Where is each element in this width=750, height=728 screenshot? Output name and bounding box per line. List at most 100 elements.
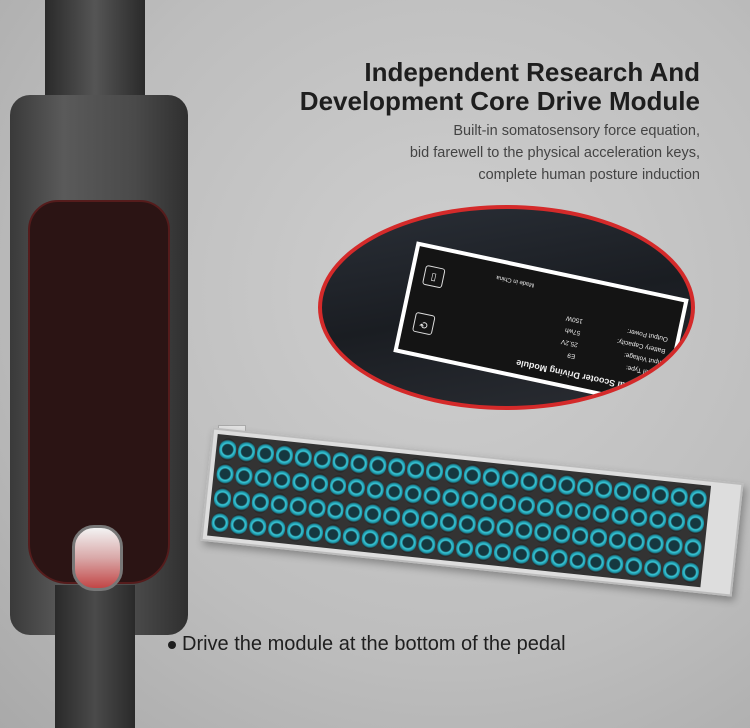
magnified-detail: Electrical Scooter Driving Module Model … xyxy=(318,205,695,410)
scooter-rear xyxy=(55,585,135,728)
battery-cell xyxy=(398,530,418,555)
battery-cell xyxy=(591,501,612,526)
battery-cell xyxy=(250,489,270,515)
battery-cell xyxy=(368,453,388,478)
battery-cell xyxy=(575,474,595,500)
subheading-line: Built-in somatosensory force equation, xyxy=(453,123,700,139)
battery-cell xyxy=(629,505,649,530)
power-icon: ⟳ xyxy=(411,311,436,336)
headline-line-1: Independent Research And xyxy=(364,57,700,87)
battery-cell xyxy=(288,493,308,519)
battery-cell xyxy=(366,477,386,502)
battery-cell xyxy=(549,545,569,571)
battery-cell xyxy=(325,497,346,523)
battery-cell xyxy=(648,507,668,532)
battery-cell xyxy=(328,473,348,498)
battery-cell xyxy=(210,510,230,535)
battery-icon: ▯ xyxy=(421,264,446,289)
battery-cell xyxy=(255,441,275,466)
battery-cell xyxy=(586,549,606,575)
battery-cell xyxy=(436,534,456,559)
battery-cell xyxy=(662,557,682,583)
battery-cell xyxy=(422,483,442,508)
battery-cell xyxy=(497,491,517,516)
battery-cell xyxy=(406,457,426,482)
battery-cell xyxy=(457,511,477,536)
label-row: Model Type: xyxy=(625,363,662,378)
battery-cell xyxy=(218,437,238,462)
battery-cell xyxy=(613,478,633,503)
battery-cells xyxy=(207,433,712,588)
battery-cell xyxy=(347,475,367,500)
battery-cell xyxy=(307,495,327,521)
subheading-line: complete human posture induction xyxy=(478,167,700,183)
battery-cell xyxy=(387,455,407,480)
battery-cell xyxy=(610,503,630,528)
battery-cell xyxy=(688,486,708,511)
battery-cell xyxy=(519,468,539,494)
battery-cell xyxy=(293,445,313,470)
battery-cell xyxy=(478,489,499,514)
subheading-line: bid farewell to the physical acceleratio… xyxy=(409,145,700,161)
battery-cell xyxy=(379,528,399,553)
battery-cell xyxy=(669,484,689,509)
battery-cell xyxy=(266,516,287,541)
deck-grip-pad xyxy=(28,200,170,584)
battery-cell xyxy=(441,485,461,510)
label-value: 57wh xyxy=(564,326,582,337)
battery-cell xyxy=(253,465,273,490)
battery-cell xyxy=(360,526,381,551)
label-value: 150W xyxy=(565,314,584,325)
battery-cell xyxy=(382,503,402,528)
label-value: E9 xyxy=(566,351,577,360)
battery-cell xyxy=(500,466,520,492)
battery-cell xyxy=(538,470,558,496)
battery-cell xyxy=(419,507,440,532)
battery-cell xyxy=(384,479,405,504)
headline: Independent Research And Development Cor… xyxy=(300,58,700,116)
battery-cell xyxy=(632,480,652,505)
battery-cell xyxy=(481,464,501,490)
battery-cell xyxy=(212,486,233,511)
battery-cell xyxy=(342,524,362,549)
battery-cell xyxy=(455,536,475,561)
drive-module xyxy=(200,427,744,597)
battery-cell xyxy=(554,497,574,522)
battery-cell xyxy=(556,472,577,498)
battery-cell xyxy=(312,447,332,472)
battery-cell xyxy=(215,461,235,486)
battery-cell xyxy=(624,553,644,579)
battery-cell xyxy=(551,521,571,546)
battery-cell xyxy=(589,525,609,550)
battery-cell xyxy=(516,493,536,518)
battery-cell xyxy=(570,523,590,548)
battery-cell xyxy=(309,471,329,496)
battery-cell xyxy=(229,512,249,537)
battery-cell xyxy=(511,542,531,567)
battery-cell xyxy=(269,491,289,517)
battery-cell xyxy=(248,514,268,539)
battery-cell xyxy=(643,555,663,581)
battery-cell xyxy=(608,527,628,552)
battery-cell xyxy=(530,544,550,569)
subheading: Built-in somatosensory force equation, b… xyxy=(410,120,700,186)
battery-cell xyxy=(495,515,515,540)
battery-cell xyxy=(417,532,437,557)
battery-cell xyxy=(344,499,364,525)
battery-cell xyxy=(594,476,614,501)
battery-cell xyxy=(664,533,684,558)
battery-cell xyxy=(667,509,687,534)
battery-cell xyxy=(535,495,555,520)
battery-cell xyxy=(605,551,625,577)
bullet-icon xyxy=(168,640,176,649)
battery-cell xyxy=(462,463,482,488)
battery-cell xyxy=(567,547,588,573)
battery-cell xyxy=(323,522,343,547)
battery-cell xyxy=(573,499,593,524)
battery-cell xyxy=(425,459,445,484)
label-origin: Made in China xyxy=(495,273,535,288)
battery-cell xyxy=(401,505,421,530)
battery-cell xyxy=(403,481,423,506)
battery-cell xyxy=(532,519,553,544)
label-title: Electrical Scooter Driving Module xyxy=(515,357,658,398)
